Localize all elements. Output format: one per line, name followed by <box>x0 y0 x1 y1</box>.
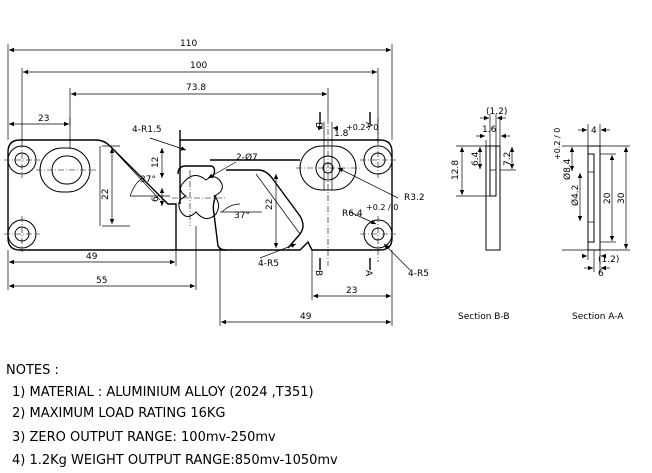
note-item-3: 3) ZERO OUTPUT RANGE: 100mv-250mv <box>12 430 276 445</box>
dim-49-left: 49 <box>86 252 98 262</box>
cut-b-bottom: B <box>313 270 323 276</box>
tol-r6-4: +0.2 / 0 <box>366 203 398 212</box>
dim-37-left: 37° <box>140 175 156 185</box>
section-a-dim-phi8-4: Ø8.4 <box>562 158 573 180</box>
notes-heading: NOTES : <box>6 363 59 378</box>
section-b-dim-7-2: 7.2 <box>503 152 513 166</box>
left-slot <box>36 147 96 193</box>
dim-37-right: 37° <box>234 211 250 221</box>
dim-49-right: 49 <box>300 312 312 322</box>
dim-6: 6 <box>151 196 161 202</box>
dim-23-right: 23 <box>346 286 357 296</box>
part-outline <box>7 139 177 251</box>
plan-view <box>4 118 396 266</box>
section-a-tol-phi8-4: +0.2 / 0 <box>553 128 562 160</box>
right-upper-hole <box>360 118 396 178</box>
dim-1-8: 1.8 <box>334 129 349 139</box>
upper-slot-top <box>179 130 300 161</box>
section-a-dim-20: 20 <box>603 192 613 204</box>
note-item-1: 1) MATERIAL : ALUMINIUM ALLOY (2024 ,T35… <box>12 385 314 400</box>
inner-window-left <box>177 165 216 179</box>
inner-window-middle <box>212 169 304 251</box>
section-b-dim-1-2: (1.2) <box>486 107 507 117</box>
dim-55: 55 <box>96 276 107 286</box>
right-lower-hole <box>360 216 396 262</box>
section-b-title: Section B-B <box>458 312 510 322</box>
dim-12: 12 <box>151 157 161 168</box>
dim-4-r1-5: 4-R1.5 <box>132 125 162 135</box>
dimension-text: 110 100 73.8 23 4-R1.5 2-Ø7 12 22 6 37° … <box>38 39 429 322</box>
dim-100: 100 <box>190 61 207 71</box>
cut-b-top: B <box>313 122 323 128</box>
section-a-dim-1-2: (1.2) <box>598 255 619 265</box>
section-b-dim-12-8: 12.8 <box>451 160 461 180</box>
section-b-dim-1-6: 1.6 <box>482 125 497 135</box>
cut-a-top: A <box>363 122 373 129</box>
section-a-dim-6: 6 <box>598 269 604 279</box>
section-a-dim-phi4-2: Ø4.2 <box>570 185 581 206</box>
dim-22: 22 <box>101 189 111 200</box>
section-a-a: 4 Ø8.4 +0.2 / 0 Ø4.2 20 30 (1.2) 6 Secti… <box>553 124 630 322</box>
section-b-b: (1.2) 1.6 6.4 7.2 12.8 Section B-B <box>451 107 516 322</box>
section-a-dim-30: 30 <box>617 192 627 204</box>
dim-4-r5-left: 4-R5 <box>258 259 279 269</box>
cut-a-bottom: A <box>363 270 373 277</box>
section-b-dim-6-4: 6.4 <box>471 151 481 166</box>
section-a-dim-4: 4 <box>591 126 597 136</box>
dim-r3-2: R3.2 <box>404 193 425 203</box>
dim-23-left: 23 <box>38 114 49 124</box>
tol-1-8: +0.2 / 0 <box>346 123 378 132</box>
left-lower-hole <box>4 216 40 252</box>
left-upper-hole <box>4 142 40 178</box>
dim-4-r5-right: 4-R5 <box>408 269 429 279</box>
section-a-title: Section A-A <box>572 312 624 322</box>
dim-r6-4: R6.4 <box>342 209 363 219</box>
dim-phi7: 2-Ø7 <box>236 152 258 163</box>
dim-110: 110 <box>180 39 197 49</box>
dimension-lines <box>7 44 411 326</box>
note-item-4: 4) 1.2Kg WEIGHT OUTPUT RANGE:850mv-1050m… <box>12 453 338 468</box>
dim-73-8: 73.8 <box>186 83 206 93</box>
notes-block: NOTES : 1) MATERIAL : ALUMINIUM ALLOY (2… <box>6 363 338 468</box>
right-slot <box>296 118 360 266</box>
note-item-2: 2) MAXIMUM LOAD RATING 16KG <box>12 406 225 421</box>
part-outline-right <box>176 139 393 251</box>
dim-22-right: 22 <box>265 199 275 210</box>
